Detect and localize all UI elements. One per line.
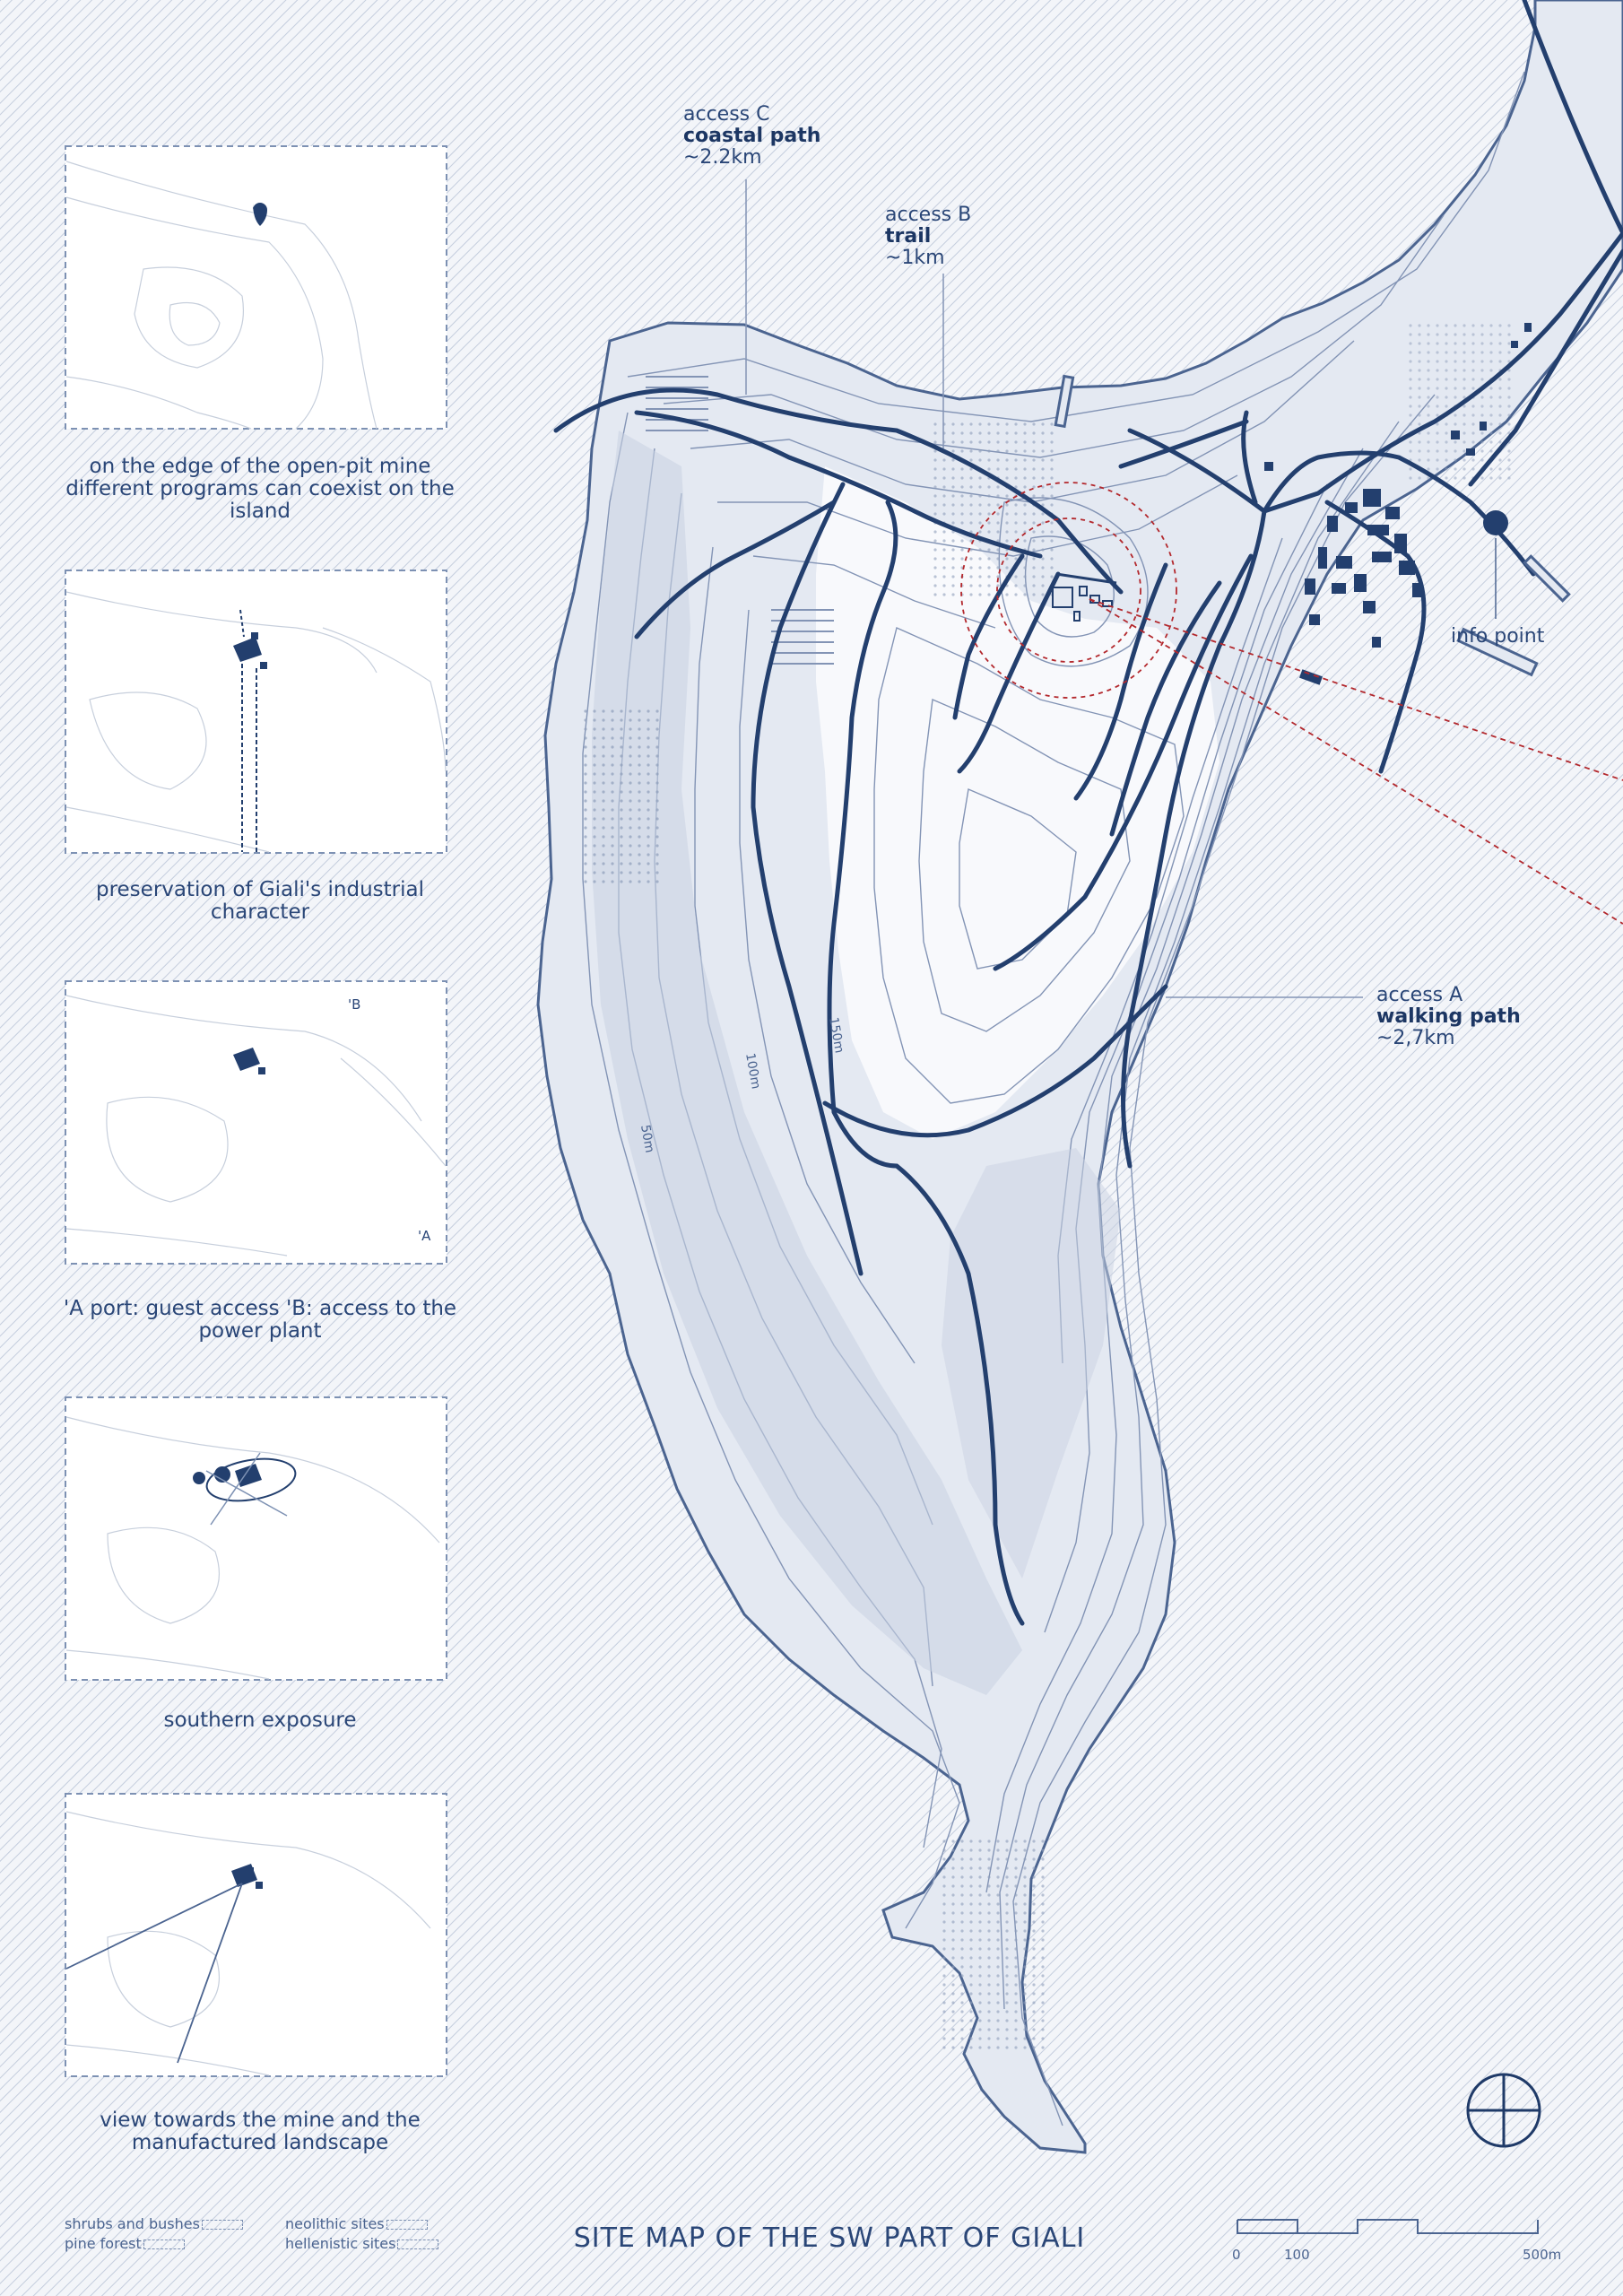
legend-shrubs-swatch — [201, 2220, 243, 2230]
view-lines — [1089, 598, 1623, 925]
panel-1-caption: on the edge of the open-pit mine differe… — [65, 455, 455, 523]
contour-label-150: 150m — [826, 1016, 846, 1055]
island-outline — [536, 0, 1623, 2154]
piers — [1054, 374, 1571, 677]
trail-network — [553, 0, 1623, 1626]
info-point-label[interactable]: info point — [1451, 625, 1545, 648]
access-a-distance: ~2,7km — [1376, 1027, 1455, 1049]
neolithic-site-dots — [933, 422, 1058, 601]
legend-neolithic: neolithic sites — [285, 2215, 428, 2232]
panel-4-caption: southern exposure — [163, 1709, 357, 1732]
access-b-name: access B — [885, 204, 972, 226]
panel-5 — [65, 1793, 447, 2077]
contour-label-50: 50m — [638, 1124, 656, 1154]
diagram-panels — [65, 145, 447, 2077]
scale-tick-500: 500m — [1523, 2247, 1562, 2263]
plateau-area — [816, 466, 1219, 1139]
info-point-marker[interactable] — [1483, 510, 1508, 535]
panel-5-caption: view towards the mine and the manufactur… — [100, 2109, 421, 2154]
panel-4 — [65, 1396, 447, 1681]
western-slope-shade — [592, 430, 1022, 1695]
walking-path[interactable] — [1121, 509, 1267, 1169]
label-leaders — [745, 179, 1363, 998]
access-c-name: access C — [683, 103, 770, 126]
access-c-distance: ~2.2km — [683, 146, 762, 169]
panel-3 — [65, 980, 447, 1265]
trail-b[interactable] — [827, 500, 1025, 1626]
panel-2 — [65, 570, 447, 854]
panel-3-mark-b: 'B — [348, 996, 361, 1013]
access-b-type: trail — [885, 225, 932, 248]
access-b-distance: ~1km — [885, 247, 945, 269]
north-arrow-icon — [1466, 2073, 1541, 2148]
access-c-type: coastal path — [683, 125, 821, 147]
legend-neolithic-label: neolithic sites — [285, 2215, 385, 2232]
access-a-type: walking path — [1376, 1005, 1521, 1028]
legend-pine-label: pine forest — [65, 2235, 142, 2252]
hellenistic-site-dots — [942, 1839, 1049, 2054]
access-b-label[interactable]: access B trail ~1km — [885, 204, 971, 269]
scale-tick-0: 0 — [1232, 2247, 1241, 2263]
access-c-label[interactable]: access C coastal path ~2.2km — [683, 104, 820, 169]
panel-3-mark-a: 'A — [418, 1228, 431, 1244]
legend-hellenistic-label: hellenistic sites — [285, 2235, 396, 2252]
project-site[interactable] — [960, 482, 1177, 699]
hatched-site-marks — [646, 376, 834, 665]
legend-pine-swatch — [143, 2239, 185, 2249]
map-title: SITE MAP OF THE SW PART OF GIALI — [573, 2222, 1086, 2254]
contour-label-100: 100m — [742, 1052, 763, 1091]
access-a-name: access A — [1376, 984, 1463, 1006]
coastal-path[interactable] — [553, 387, 1124, 595]
scale-tick-100: 100 — [1284, 2247, 1310, 2263]
southern-slope-shade — [942, 1148, 1121, 1578]
village-buildings — [1264, 323, 1532, 685]
coastal-road[interactable] — [1127, 230, 1623, 514]
panel-3-caption: 'A port: guest access 'B: access to the … — [63, 1297, 457, 1343]
legend-hellenistic-swatch — [397, 2239, 439, 2249]
legend-pine: pine forest — [65, 2235, 185, 2252]
legend-hellenistic: hellenistic sites — [285, 2235, 439, 2252]
pine-forest-dots — [583, 709, 664, 888]
legend-shrubs-label: shrubs and bushes — [65, 2215, 200, 2232]
scale-bar — [1237, 2219, 1539, 2234]
legend-neolithic-swatch — [386, 2220, 428, 2230]
legend-shrubs: shrubs and bushes — [65, 2215, 243, 2232]
panel-2-caption: preservation of Giali's industrial chara… — [95, 878, 425, 924]
location-pin-icon — [253, 203, 267, 226]
access-a-label[interactable]: access A walking path ~2,7km — [1376, 985, 1521, 1049]
panel-1 — [65, 145, 447, 430]
